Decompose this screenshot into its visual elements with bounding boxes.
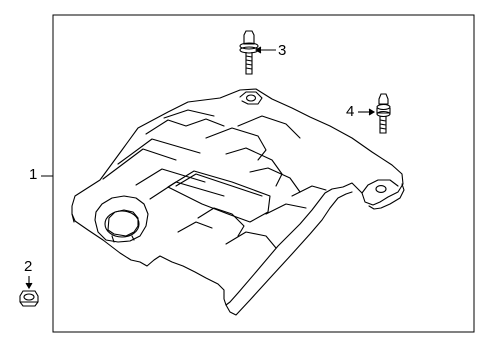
callout-number-3: 3: [278, 42, 287, 59]
callout-number-4: 4: [346, 103, 355, 120]
engine-cover-skirt: [225, 191, 353, 316]
cover-rib: [177, 221, 213, 233]
center-plate: [167, 170, 271, 223]
cover-rib: [225, 231, 277, 249]
cover-rib: [291, 185, 327, 197]
callout-number-2: 2: [24, 258, 33, 275]
cover-rib: [265, 203, 307, 215]
cover-rib: [249, 167, 301, 193]
bolt-with-washer: [239, 30, 276, 75]
cover-rib: [205, 127, 267, 161]
callout-number-1: 1: [29, 166, 38, 183]
diagram-frame: [52, 14, 475, 333]
cover-rib: [197, 207, 245, 237]
mounting-stud: [358, 93, 391, 134]
engine-cover-outline: [71, 88, 404, 306]
cover-rib: [117, 138, 201, 165]
right-mount-tab: [361, 179, 399, 194]
grommet: [19, 276, 39, 307]
cover-rib: [237, 115, 301, 139]
oil-filler-opening: [94, 195, 149, 243]
cover-rib: [163, 109, 215, 119]
rear-mount-tab: [239, 91, 263, 105]
cover-rib: [225, 147, 283, 187]
engine-cover: [71, 88, 405, 316]
cover-rib: [102, 148, 177, 180]
cover-rib: [145, 118, 225, 135]
